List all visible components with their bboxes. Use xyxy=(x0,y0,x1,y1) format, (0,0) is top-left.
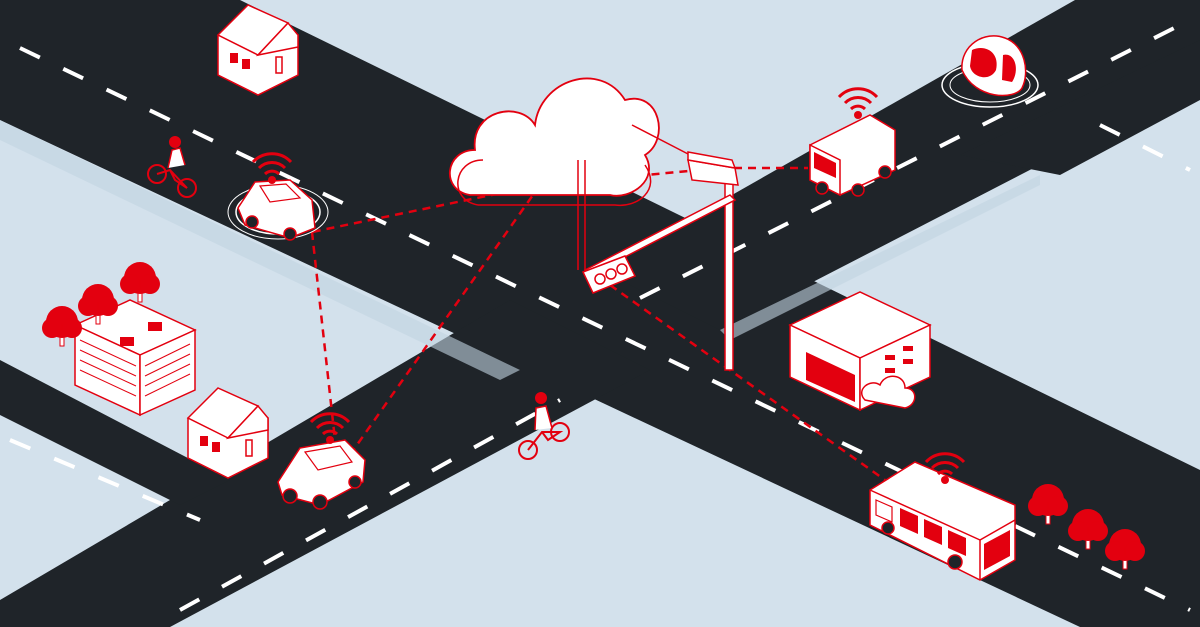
sidewalk-edges xyxy=(0,120,1040,380)
office-building-icon xyxy=(73,299,197,417)
tree-icon xyxy=(119,261,161,303)
cloud-icon xyxy=(448,77,660,207)
connected-car-icon xyxy=(227,152,329,241)
roadside-unit-icon xyxy=(687,151,739,186)
side-road-left xyxy=(0,360,230,505)
cyclist-icon xyxy=(518,392,570,460)
warehouse-icon xyxy=(788,291,932,412)
traffic-light-icon xyxy=(577,124,737,371)
connected-bus-icon xyxy=(869,452,1016,581)
house-icon xyxy=(187,387,269,479)
connected-car-icon xyxy=(277,412,366,510)
cyclist-icon xyxy=(147,136,197,198)
robot-vacuum-icon xyxy=(941,35,1039,108)
connected-van-icon xyxy=(809,87,896,197)
wifi-signal-icon xyxy=(837,87,879,121)
side-road-upper-right xyxy=(960,40,1200,175)
